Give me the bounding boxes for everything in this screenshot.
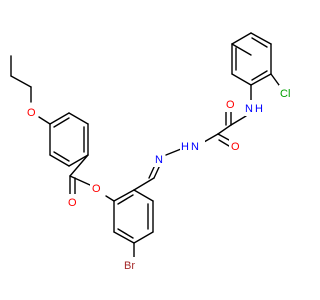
bond (133, 177, 155, 191)
nh-amide-label: N H (245, 100, 265, 116)
bond (117, 228, 134, 239)
svg-text:H: H (255, 103, 263, 115)
bond (53, 151, 70, 162)
svg-text:Br: Br (124, 260, 135, 272)
bond (148, 164, 156, 179)
bond (68, 154, 89, 167)
bond (105, 195, 115, 202)
bond (231, 43, 252, 56)
bond (251, 37, 268, 48)
bond (217, 124, 232, 135)
o-amide1-label: O (224, 96, 236, 112)
n-imine-label: N (153, 151, 165, 167)
svg-text:H: H (181, 141, 189, 153)
bond (10, 75, 32, 88)
svg-text:N: N (191, 141, 199, 153)
atom-labels: N H Cl O O H N N O O (25, 85, 297, 273)
bond (231, 32, 252, 45)
bond (38, 116, 51, 125)
br-label: Br (122, 257, 142, 273)
bond (165, 148, 182, 156)
svg-text:N: N (155, 154, 163, 166)
bond (153, 164, 161, 179)
svg-text:O: O (226, 99, 235, 111)
bond (250, 32, 272, 45)
bond (218, 139, 230, 147)
o-amide2-label: O (229, 138, 241, 154)
molecule-structure: N H Cl O O H N N O O (10, 32, 297, 273)
o-carbonyl-label: O (66, 194, 78, 210)
bond (270, 73, 280, 86)
svg-text:O: O (27, 107, 36, 119)
svg-text:N: N (245, 103, 253, 115)
bond (250, 73, 272, 86)
bond (49, 112, 70, 125)
bond (217, 133, 230, 141)
bond (133, 231, 154, 244)
bond (68, 112, 89, 125)
bond (230, 115, 247, 126)
bond-lines (10, 32, 280, 258)
bond (203, 133, 219, 143)
bond (113, 189, 135, 202)
svg-text:O: O (231, 141, 240, 153)
o-ether-label: O (25, 104, 37, 120)
bond (117, 194, 134, 205)
bond (69, 175, 91, 186)
bond (49, 154, 70, 167)
bond (251, 70, 268, 81)
svg-text:O: O (92, 183, 101, 195)
o-ester-label: O (90, 180, 102, 196)
bond (133, 189, 154, 202)
bond (113, 231, 135, 244)
cl-label: Cl (279, 85, 297, 101)
bond (69, 154, 89, 177)
svg-text:Cl: Cl (280, 88, 290, 100)
n-hydrazide-label: H N (180, 138, 205, 154)
bond (231, 73, 252, 86)
bond (53, 117, 70, 128)
svg-text:O: O (68, 197, 77, 209)
